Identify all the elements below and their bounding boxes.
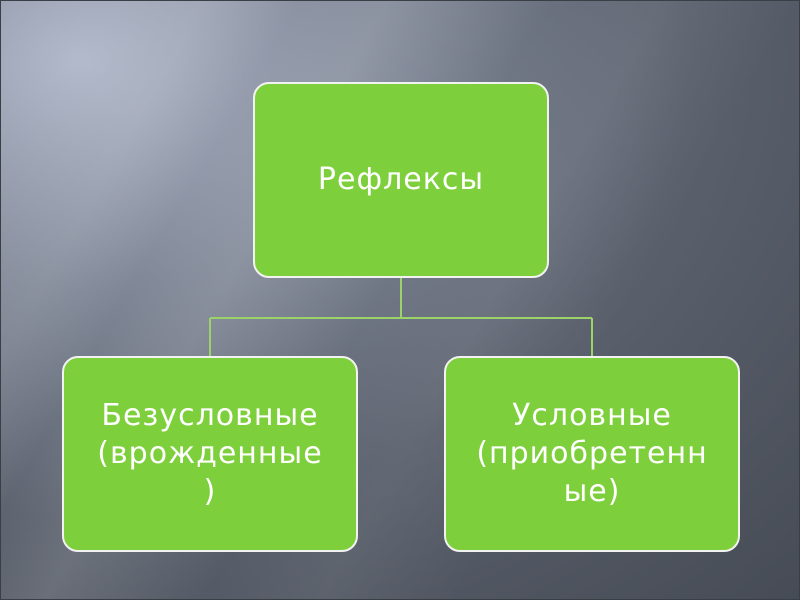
child-node-label-line: (врожденные: [97, 436, 323, 471]
child-node-unconditioned: Безусловные (врожденные ): [62, 356, 358, 552]
child-node-label-line: ые): [563, 474, 621, 509]
child-node-conditioned: Условные (приобретенн ые): [444, 356, 740, 552]
child-node-label-line: (приобретенн: [476, 436, 708, 471]
child-node-label-line: Условные: [512, 398, 672, 433]
child-node-label-line: Безусловные: [101, 398, 319, 433]
root-node-reflexes: Рефлексы: [253, 82, 549, 278]
child-node-label-line: ): [203, 474, 217, 509]
root-node-label: Рефлексы: [317, 162, 485, 197]
